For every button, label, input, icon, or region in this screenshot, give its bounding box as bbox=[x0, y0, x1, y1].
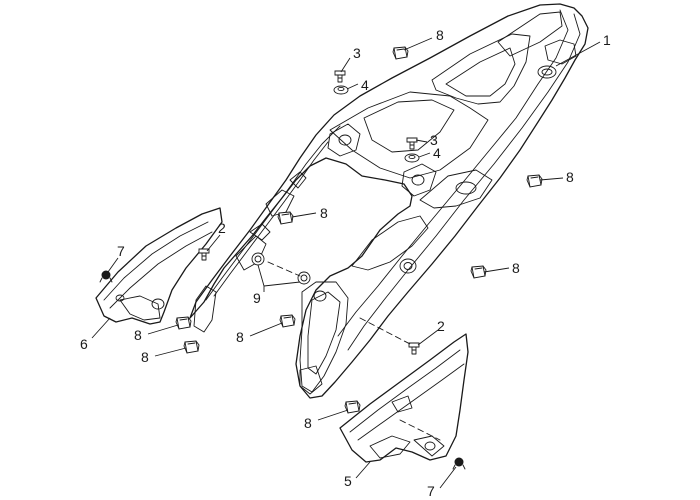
callout-3: 3 bbox=[430, 132, 438, 148]
callout-8: 8 bbox=[566, 169, 574, 185]
spring-clip-icon bbox=[526, 174, 543, 188]
callout-8: 8 bbox=[134, 327, 142, 343]
leader-lines bbox=[91, 37, 601, 489]
washer-icon bbox=[404, 153, 420, 163]
inner-tray-outline bbox=[445, 47, 516, 97]
callout-7: 7 bbox=[427, 483, 435, 499]
callout-3: 3 bbox=[353, 45, 361, 61]
spring-clip-icon bbox=[183, 340, 200, 354]
callout-1: 1 bbox=[603, 32, 611, 48]
washer-icon bbox=[333, 85, 349, 95]
spring-clip-icon bbox=[344, 400, 361, 414]
callout-5: 5 bbox=[344, 473, 352, 489]
callout-8: 8 bbox=[141, 349, 149, 365]
callout-2: 2 bbox=[218, 220, 226, 236]
callout-7: 7 bbox=[117, 243, 125, 259]
bolt-icon bbox=[452, 457, 466, 470]
callout-8: 8 bbox=[320, 205, 328, 221]
spring-clip-icon bbox=[175, 316, 192, 330]
screw-icon bbox=[334, 70, 346, 83]
right-side-cover bbox=[339, 333, 469, 463]
callout-numbers: 1 8 3 4 3 4 8 8 8 2 7 6 8 8 8 9 2 8 5 7 bbox=[80, 27, 611, 499]
callout-8: 8 bbox=[436, 27, 444, 43]
callout-8: 8 bbox=[304, 415, 312, 431]
seat-opening-outline bbox=[431, 33, 531, 105]
screw-icon bbox=[408, 342, 420, 355]
callout-2: 2 bbox=[437, 318, 445, 334]
callout-4: 4 bbox=[433, 145, 441, 161]
spring-clip-icon bbox=[470, 265, 487, 279]
left-side-cover bbox=[95, 207, 223, 325]
spring-clip-icon bbox=[279, 314, 296, 328]
callout-4: 4 bbox=[361, 77, 369, 93]
callout-8: 8 bbox=[236, 329, 244, 345]
callout-6: 6 bbox=[80, 336, 88, 352]
callout-9: 9 bbox=[253, 290, 261, 306]
grommet-icon bbox=[251, 252, 265, 266]
callout-8: 8 bbox=[512, 260, 520, 276]
rear-cowl-body bbox=[189, 3, 589, 399]
spring-clip-icon bbox=[277, 211, 294, 225]
rear-cowl bbox=[189, 3, 589, 399]
